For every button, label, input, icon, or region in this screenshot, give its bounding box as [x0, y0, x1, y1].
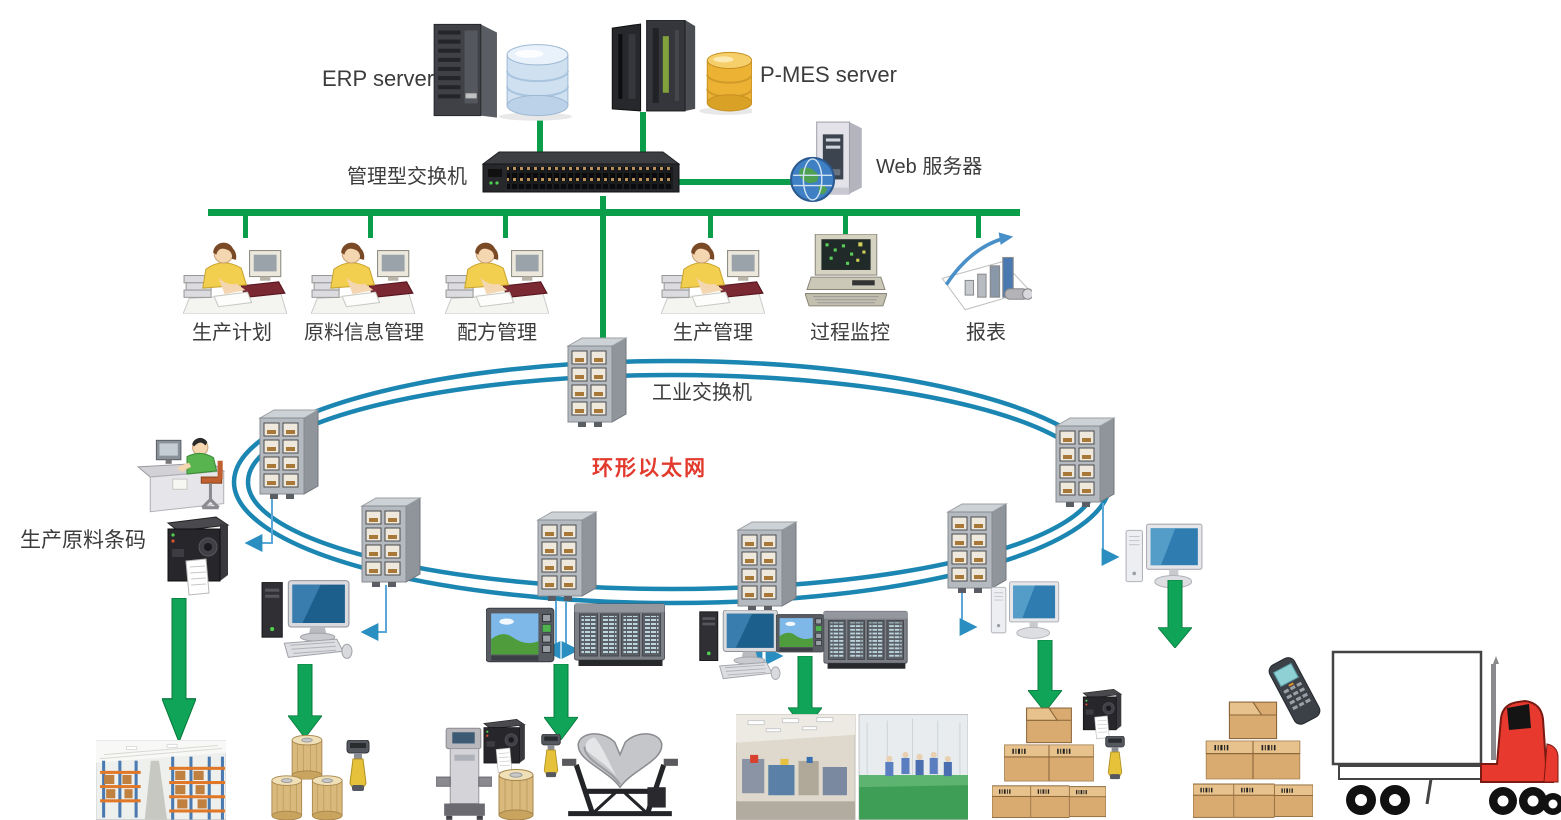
bus-stub: [243, 216, 248, 238]
clerk-workstation-icon: [661, 236, 765, 314]
pmes-to-switch-line: [640, 112, 646, 160]
managed-switch-label: 管理型交换机: [347, 166, 467, 188]
pmes-server-icon: [610, 20, 752, 116]
web-server-icon: [788, 120, 872, 204]
down-arrow: [1158, 580, 1192, 648]
down-arrow: [162, 598, 196, 742]
factory-photo: [736, 714, 968, 820]
industrial-switch-icon: [360, 496, 424, 588]
barcode-scanner-icon: [1102, 736, 1128, 780]
drum-icon: [496, 768, 536, 820]
bus-stub: [503, 216, 508, 238]
switch-to-webserver-line: [672, 179, 792, 185]
clerk-workstation-icon: [311, 236, 415, 314]
barcode-scanner-icon: [344, 740, 372, 792]
handheld-terminal-icon: [1266, 656, 1324, 730]
clerk-workstation-icon: [183, 236, 287, 314]
erp-to-switch-line: [537, 116, 543, 160]
plc-rack-icon: [572, 602, 668, 668]
industrial-switch-label: 工业交换机: [652, 382, 752, 404]
industrial-switch-icon: [736, 520, 800, 612]
industrial-switch-icon: [536, 510, 600, 602]
web-server-label: Web 服务器: [876, 156, 983, 178]
bus-stub: [708, 216, 713, 238]
hmi-panel-icon: [776, 612, 828, 656]
desktop-computer-icon: [258, 580, 354, 664]
desktop-computer-icon: [696, 610, 782, 684]
report-chart-icon: [938, 230, 1032, 310]
drums-icon: [266, 734, 348, 820]
ring-ethernet-label: 环形以太网: [592, 457, 707, 480]
monitoring-terminal-icon: [805, 234, 887, 308]
workstation-label-report: 报表: [966, 322, 1006, 344]
erp-server-icon: [424, 18, 576, 122]
erp-server-label: ERP server: [322, 66, 435, 91]
workstation-label-production-plan: 生产计划: [192, 322, 272, 344]
barcode-printer-icon: [1078, 688, 1124, 740]
warehouse-photo: [96, 740, 226, 820]
workstation-label-process-monitor: 过程监控: [810, 322, 890, 344]
barcode-printer-icon: [160, 514, 232, 598]
industrial-switch-icon: [1054, 416, 1118, 508]
operator-desk-icon: [136, 434, 238, 514]
bus-stub: [843, 216, 848, 238]
down-arrow: [288, 664, 322, 738]
workstation-computer-icon: [984, 580, 1066, 642]
hmi-panel-icon: [486, 606, 560, 666]
bus-to-industrial-switch-line: [600, 216, 606, 340]
v-blender-icon: [558, 728, 682, 820]
bus-stub: [976, 216, 981, 238]
clerk-workstation-icon: [445, 236, 549, 314]
barcode-printer-icon: [478, 718, 528, 774]
plc-rack-icon: [822, 608, 910, 672]
workstation-label-production-mgmt: 生产管理: [673, 322, 753, 344]
down-arrow: [1028, 640, 1062, 712]
bus-stub: [368, 216, 373, 238]
industrial-switch-icon: [566, 336, 630, 428]
bus-line: [208, 209, 1020, 216]
barcode-station-label: 生产原料条码: [20, 529, 146, 552]
truck-icon: [1330, 648, 1561, 820]
switch-to-bus-line: [600, 196, 606, 210]
managed-switch-icon: [482, 150, 680, 198]
pmes-server-label: P-MES server: [760, 62, 897, 87]
workstation-label-material-info: 原料信息管理: [304, 322, 424, 344]
industrial-switch-icon: [258, 408, 322, 500]
workstation-label-recipe: 配方管理: [457, 322, 537, 344]
